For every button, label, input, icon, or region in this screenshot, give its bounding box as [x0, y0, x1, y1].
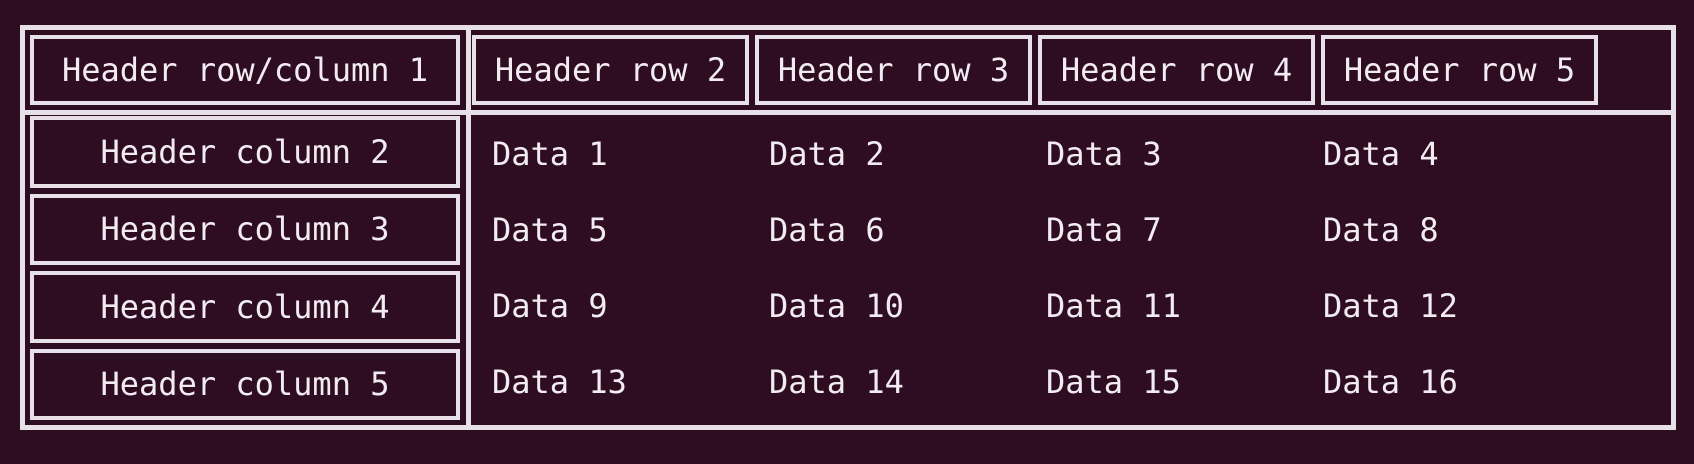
- row-header-cell-2: Header column 2: [30, 116, 460, 188]
- column-header-cell-2: Header row 2: [472, 35, 749, 105]
- data-cell: Data 10: [769, 287, 904, 325]
- table-row: Data 1 Data 2 Data 3 Data 4: [472, 116, 1666, 192]
- row-header-cell-4: Header column 4: [30, 271, 460, 343]
- data-area: Data 1 Data 2 Data 3 Data 4 Data 5 Data …: [466, 110, 1671, 425]
- data-cell: Data 2: [769, 135, 885, 173]
- data-cell: Data 7: [1046, 211, 1162, 249]
- data-cell: Data 15: [1046, 363, 1181, 401]
- column-header-cell-3: Header row 3: [755, 35, 1032, 105]
- table-row: Data 9 Data 10 Data 11 Data 12: [472, 268, 1666, 344]
- data-cell: Data 1: [492, 135, 608, 173]
- row-header-cell-5: Header column 5: [30, 348, 460, 420]
- table-row: Data 5 Data 6 Data 7 Data 8: [472, 192, 1666, 268]
- corner-header-wrapper: Header row/column 1: [25, 30, 466, 110]
- data-cell: Data 13: [492, 363, 627, 401]
- row-header-cell-3: Header column 3: [30, 193, 460, 265]
- data-cell: Data 6: [769, 211, 885, 249]
- column-header-cell-5: Header row 5: [1321, 35, 1598, 105]
- data-cell: Data 5: [492, 211, 608, 249]
- data-cell: Data 11: [1046, 287, 1181, 325]
- header-column-divider: [466, 30, 471, 425]
- table-grid: Header row/column 1 Header row 2 Header …: [25, 30, 1671, 425]
- column-header-cell-4: Header row 4: [1038, 35, 1315, 105]
- table-row: Data 13 Data 14 Data 15 Data 16: [472, 344, 1666, 420]
- data-cell: Data 14: [769, 363, 904, 401]
- data-cell: Data 8: [1323, 211, 1439, 249]
- header-row-divider: [25, 110, 1671, 115]
- data-cell: Data 4: [1323, 135, 1439, 173]
- corner-header-cell: Header row/column 1: [30, 35, 460, 105]
- data-cell: Data 3: [1046, 135, 1162, 173]
- data-cell: Data 9: [492, 287, 608, 325]
- data-table: Header row/column 1 Header row 2 Header …: [20, 25, 1676, 430]
- data-cell: Data 12: [1323, 287, 1458, 325]
- header-row: Header row 2 Header row 3 Header row 4 H…: [466, 30, 1671, 110]
- header-column: Header column 2 Header column 3 Header c…: [25, 110, 466, 425]
- data-cell: Data 16: [1323, 363, 1458, 401]
